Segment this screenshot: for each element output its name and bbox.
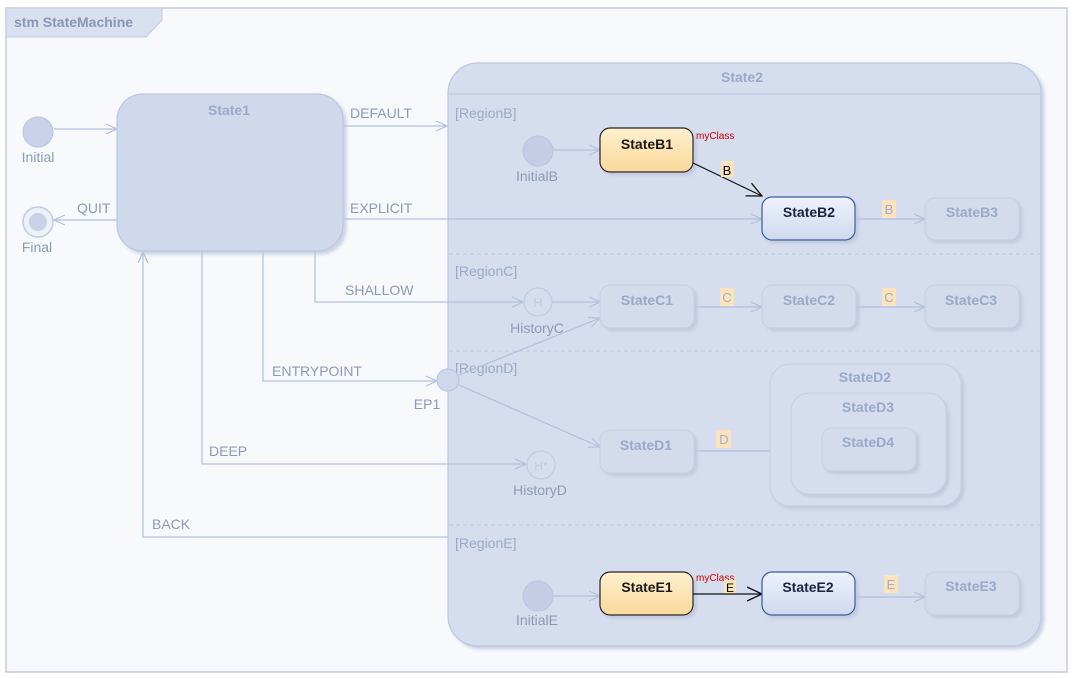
transition-ep1-c1[interactable] bbox=[458, 318, 600, 376]
region-d-label: [RegionD] bbox=[455, 360, 517, 376]
label-shallow: SHALLOW bbox=[345, 282, 414, 298]
state-c1[interactable]: StateC1 bbox=[599, 284, 695, 329]
frame-title: stm StateMachine bbox=[14, 14, 133, 30]
label-entrypoint: ENTRYPOINT bbox=[272, 363, 362, 379]
trigger-e1-e2: E bbox=[724, 580, 736, 595]
state-b2-title: StateB2 bbox=[783, 204, 835, 220]
history-c-pseudostate[interactable]: H HistoryC bbox=[510, 287, 564, 336]
entry-point-label: EP1 bbox=[414, 396, 441, 412]
trigger-c2-c3: C bbox=[882, 288, 896, 306]
state-e3-title: StateE3 bbox=[945, 578, 997, 594]
initial-e-pseudostate[interactable]: InitialE bbox=[516, 580, 558, 628]
initial-label: Initial bbox=[22, 149, 55, 165]
state-b3-title: StateB3 bbox=[946, 204, 998, 220]
svg-text:B: B bbox=[723, 163, 732, 178]
state-e2-title: StateE2 bbox=[782, 579, 834, 595]
label-back: BACK bbox=[152, 516, 191, 532]
initial-b-label: InitialB bbox=[516, 168, 558, 184]
svg-text:C: C bbox=[884, 290, 893, 305]
transition-entrypoint[interactable] bbox=[262, 251, 437, 381]
svg-text:B: B bbox=[885, 202, 894, 217]
svg-text:E: E bbox=[887, 577, 896, 592]
trigger-c1-c2: C bbox=[720, 288, 734, 306]
state-b2[interactable]: StateB2 bbox=[761, 196, 856, 241]
history-d-label: HistoryD bbox=[513, 482, 567, 498]
final-pseudostate[interactable]: Final bbox=[22, 206, 54, 255]
state-e1[interactable]: StateE1 bbox=[599, 571, 694, 616]
state-e3[interactable]: StateE3 bbox=[924, 571, 1020, 616]
state1-title: State1 bbox=[208, 102, 250, 118]
state-c3[interactable]: StateC3 bbox=[924, 284, 1020, 329]
state-d2-title: StateD2 bbox=[839, 369, 891, 385]
state-e2[interactable]: StateE2 bbox=[761, 571, 856, 616]
entry-point-ep1[interactable]: EP1 bbox=[414, 368, 460, 412]
trigger-e2-e3: E bbox=[884, 575, 898, 593]
transition-back[interactable] bbox=[143, 252, 448, 538]
transition-deep[interactable] bbox=[201, 251, 526, 464]
history-d-pseudostate[interactable]: H* HistoryD bbox=[513, 450, 567, 498]
region-b-label: [RegionB] bbox=[455, 105, 516, 121]
state-d4[interactable]: StateD4 bbox=[821, 427, 917, 472]
state-c1-title: StateC1 bbox=[621, 292, 673, 308]
state-b1[interactable]: StateB1 bbox=[599, 127, 694, 173]
svg-text:D: D bbox=[719, 432, 728, 447]
initial-pseudostate[interactable]: Initial bbox=[22, 116, 55, 165]
history-c-label: HistoryC bbox=[510, 320, 564, 336]
state-e1-title: StateE1 bbox=[621, 579, 673, 595]
state-b3[interactable]: StateB3 bbox=[924, 197, 1020, 241]
label-explicit: EXPLICIT bbox=[350, 200, 413, 216]
state-d4-title: StateD4 bbox=[842, 434, 894, 450]
trigger-b1-b2: B bbox=[721, 161, 734, 178]
transition-ep1-d1[interactable] bbox=[458, 384, 600, 447]
initial-e-label: InitialE bbox=[516, 612, 558, 628]
transition-shallow[interactable] bbox=[314, 251, 523, 302]
state-c3-title: StateC3 bbox=[945, 292, 997, 308]
state-d1-title: StateD1 bbox=[620, 437, 672, 453]
history-c-symbol: H bbox=[533, 295, 542, 310]
trigger-d1-d4: D bbox=[716, 430, 731, 448]
region-c-label: [RegionC] bbox=[455, 263, 517, 279]
state-b1-title: StateB1 bbox=[621, 136, 673, 152]
initial-b-pseudostate[interactable]: InitialB bbox=[516, 135, 558, 184]
svg-text:C: C bbox=[722, 290, 731, 305]
svg-text:E: E bbox=[726, 581, 734, 595]
final-label: Final bbox=[22, 239, 52, 255]
state-c2[interactable]: StateC2 bbox=[761, 284, 857, 329]
stereotype-e1: myClass bbox=[696, 573, 734, 584]
label-quit: QUIT bbox=[77, 200, 111, 216]
label-deep: DEEP bbox=[209, 443, 247, 459]
history-d-symbol: H* bbox=[534, 459, 548, 473]
state1[interactable]: State1 bbox=[116, 93, 344, 252]
transition-b1-b2[interactable] bbox=[692, 162, 762, 196]
state-c2-title: StateC2 bbox=[783, 292, 835, 308]
state-d1[interactable]: StateD1 bbox=[599, 429, 695, 474]
region-e-label: [RegionE] bbox=[455, 535, 516, 551]
state2-title: State2 bbox=[721, 69, 763, 85]
state-d3-title: StateD3 bbox=[842, 399, 894, 415]
trigger-b2-b3: B bbox=[882, 200, 896, 218]
label-default: DEFAULT bbox=[350, 105, 412, 121]
stereotype-b1: myClass bbox=[696, 131, 734, 142]
